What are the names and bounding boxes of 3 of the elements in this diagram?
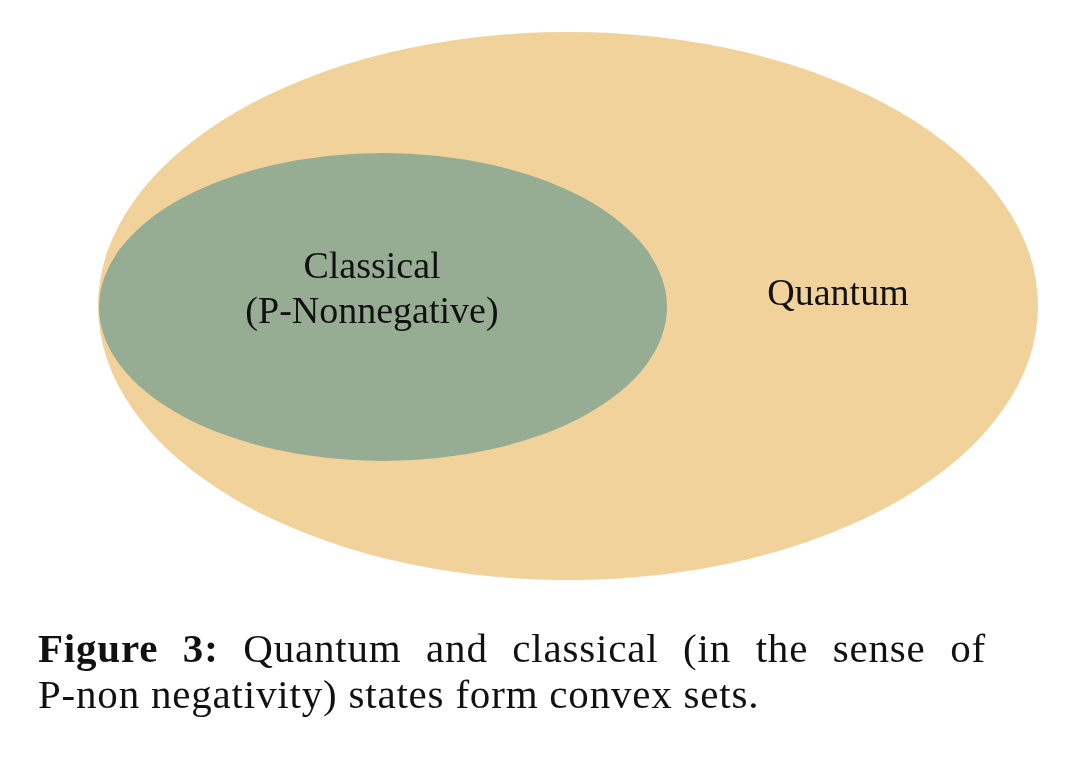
figure-caption: Figure 3: Quantum and classical (in the sense of P-non negativity) states form convex sets. [38,625,986,717]
region-label: Classical (P-Nonnegative) [244,243,500,333]
region-label: Quantum [766,269,910,315]
